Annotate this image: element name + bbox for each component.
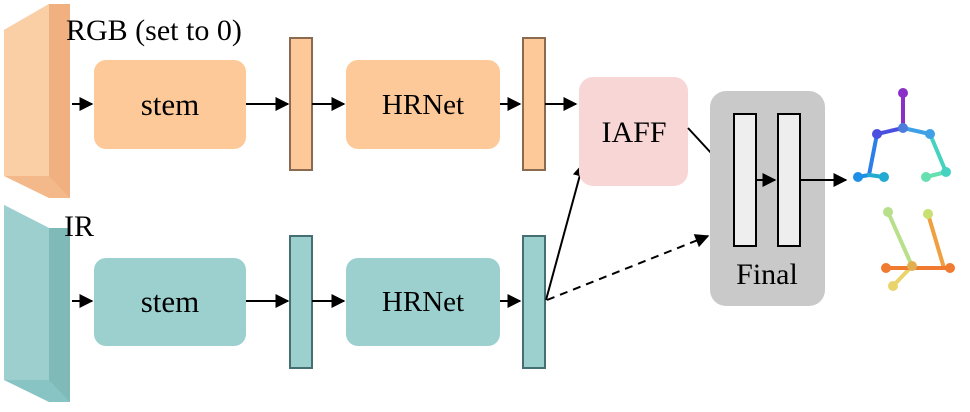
rgb-stem-label: stem: [141, 87, 200, 122]
rgb-input-label: RGB (set to 0): [66, 14, 242, 47]
ir-stem-label: stem: [141, 284, 200, 319]
rgb-hrnet-block: [346, 60, 500, 149]
iaff-label: IAFF: [601, 116, 666, 149]
rgb-feature-map-2: [522, 37, 546, 171]
iaff-block: [579, 77, 688, 186]
ir-skip-arrow-dashed: [546, 234, 710, 301]
pose-keypoints-lower: [881, 207, 955, 291]
rgb-stem-block: [94, 60, 246, 149]
pose-keypoints-upper: [853, 88, 951, 182]
ir-input-image: [4, 205, 70, 402]
ir-input-label: IR: [64, 210, 94, 243]
ir-hrnet-block: [346, 258, 500, 346]
ir-to-iaff-arrow: [545, 162, 587, 301]
pose-skeleton-lower: [884, 210, 952, 288]
final-label: Final: [736, 258, 798, 291]
ir-stem-block: [94, 258, 246, 346]
ir-feature-map-1: [289, 235, 313, 369]
rgb-feature-map-1: [289, 37, 313, 171]
final-layer-2: [777, 113, 801, 247]
rgb-input-image: [4, 4, 70, 198]
ir-feature-map-2: [522, 235, 546, 369]
ir-hrnet-label: HRNet: [382, 286, 464, 318]
final-layer-1: [733, 113, 757, 247]
rgb-hrnet-label: HRNet: [382, 89, 464, 121]
